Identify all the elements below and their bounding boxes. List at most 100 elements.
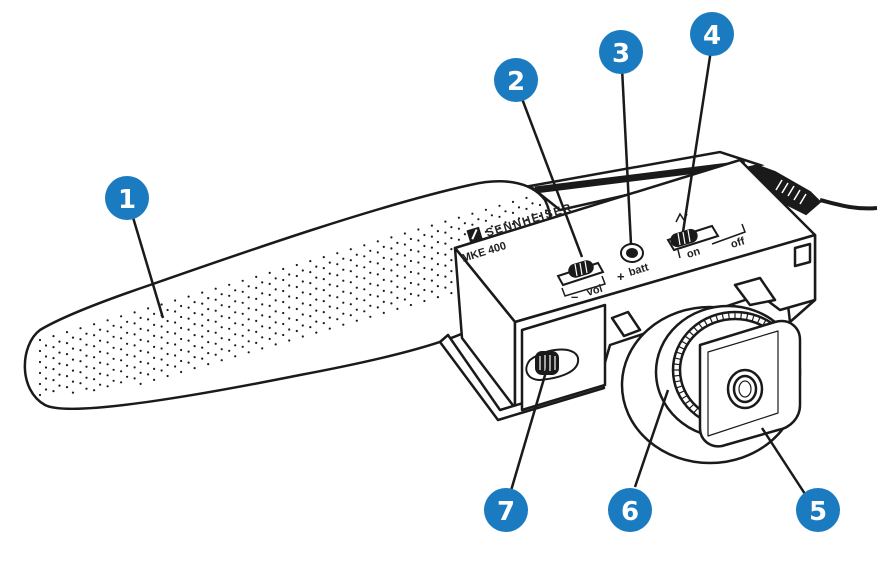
callout-1: 1 xyxy=(105,176,149,220)
windscreen-dot xyxy=(403,276,406,279)
windscreen-dot xyxy=(282,278,285,282)
windscreen-dot xyxy=(207,341,210,344)
windscreen-dot xyxy=(214,287,217,290)
windscreen-dot xyxy=(355,275,358,278)
windscreen-dot xyxy=(363,266,366,269)
windscreen-dot xyxy=(436,263,439,266)
windscreen-dot xyxy=(207,297,210,300)
windscreen-dot xyxy=(99,328,102,331)
windscreen-dot xyxy=(207,330,210,333)
volume-switch[interactable] xyxy=(556,259,606,297)
callout-7: 7 xyxy=(484,488,528,532)
knurl-tick xyxy=(675,385,683,389)
windscreen-dot xyxy=(322,322,325,325)
power-switch[interactable] xyxy=(666,212,746,259)
windscreen-dot xyxy=(193,323,196,326)
windscreen-dot xyxy=(295,263,298,267)
windscreen-dot xyxy=(85,387,88,390)
windscreen-dot xyxy=(423,266,426,270)
windscreen-dot xyxy=(369,282,372,285)
windscreen-dot xyxy=(79,382,82,385)
windscreen-dot xyxy=(38,349,42,353)
windscreen-dot xyxy=(430,279,433,282)
windscreen-dot xyxy=(201,313,204,316)
windscreen-dot xyxy=(538,214,542,218)
batt-label: batt xyxy=(627,261,650,278)
windscreen-dot xyxy=(349,292,352,295)
windscreen-dot xyxy=(166,319,169,323)
windscreen-dot xyxy=(430,268,433,271)
windscreen-dot xyxy=(220,315,223,318)
windscreen-dot xyxy=(180,304,183,308)
windscreen-dot xyxy=(382,300,385,303)
windscreen-dot xyxy=(126,364,129,367)
windscreen-dot xyxy=(295,296,298,300)
windscreen-dot xyxy=(234,355,237,358)
windscreen-dot xyxy=(187,328,190,331)
windscreen-dot xyxy=(409,292,412,296)
windscreen-dot xyxy=(214,298,217,301)
windscreen-dot xyxy=(180,326,183,330)
windscreen-dot xyxy=(207,352,210,355)
windscreen-dot xyxy=(174,365,177,368)
vol-label: vol xyxy=(585,283,604,299)
windscreen-dot xyxy=(106,385,109,388)
windscreen-dot xyxy=(403,232,406,235)
windscreen-dot xyxy=(147,373,150,376)
windscreen-dot xyxy=(79,371,82,374)
windscreen-dot xyxy=(228,338,231,341)
windscreen-dot xyxy=(288,317,291,320)
windscreen-dot xyxy=(153,323,156,326)
windscreen-dot xyxy=(282,289,285,293)
windscreen-dot xyxy=(342,312,345,315)
windscreen-dot xyxy=(93,378,96,381)
knurl-tick xyxy=(709,316,714,324)
windscreen-dot xyxy=(120,359,123,362)
windscreen-dot xyxy=(228,349,231,352)
windscreen-dot xyxy=(139,316,142,319)
windscreen-dot xyxy=(261,347,264,350)
windscreen-dot xyxy=(336,318,339,321)
windscreen-dot xyxy=(444,242,447,245)
windscreen-dot xyxy=(417,272,420,275)
callout-6: 6 xyxy=(608,488,652,532)
windscreen-dot xyxy=(147,362,150,365)
windscreen-dot xyxy=(423,299,426,303)
windscreen-dot xyxy=(166,363,169,367)
windscreen-dot xyxy=(180,348,183,352)
knurl-tick xyxy=(727,312,730,320)
windscreen-dot xyxy=(180,337,183,341)
windscreen-dot xyxy=(336,252,339,255)
windscreen-dot xyxy=(65,342,69,345)
callout-4-number: 4 xyxy=(703,21,721,51)
windscreen-dot xyxy=(112,379,115,382)
vol-minus-label: – xyxy=(571,289,578,304)
windscreen-dot xyxy=(44,377,48,380)
windscreen-dot xyxy=(430,290,433,293)
windscreen-dot xyxy=(363,310,366,313)
windscreen-dot xyxy=(174,354,177,357)
windscreen-dot xyxy=(309,282,312,285)
windscreen-dot xyxy=(139,349,142,352)
windscreen-dot xyxy=(457,238,460,241)
windscreen-dot xyxy=(247,318,250,321)
windscreen-dot xyxy=(44,366,48,369)
windscreen-dot xyxy=(369,315,372,318)
front-slide-switch[interactable] xyxy=(525,348,580,382)
windscreen-dot xyxy=(99,383,102,386)
windscreen-dot xyxy=(241,334,244,337)
windscreen-dot xyxy=(166,352,169,356)
windscreen-dot xyxy=(436,274,439,277)
windscreen-dot xyxy=(65,386,69,389)
windscreen-dot xyxy=(457,227,460,230)
windscreen-dot xyxy=(444,253,447,256)
windscreen-dot xyxy=(369,271,372,274)
windscreen-dot xyxy=(282,267,285,271)
windscreen-dot xyxy=(322,311,325,314)
knurl-tick xyxy=(673,363,681,366)
windscreen-dot xyxy=(376,240,379,243)
windscreen-dot xyxy=(396,241,399,244)
windscreen-dot xyxy=(112,368,115,371)
windscreen-dot xyxy=(409,259,412,263)
windscreen-dot xyxy=(268,293,271,296)
